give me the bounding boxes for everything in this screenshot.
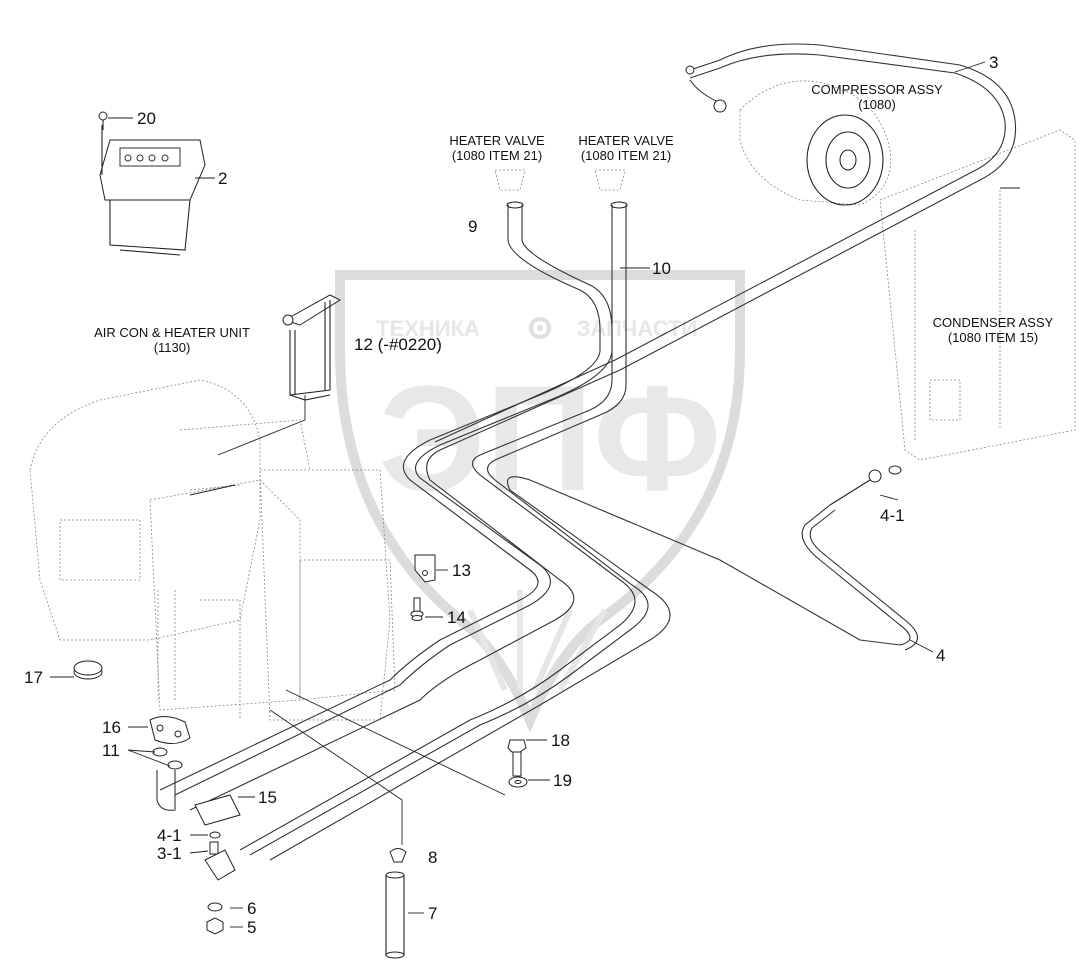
callout-14: 14 xyxy=(447,608,466,627)
heater-core-part xyxy=(282,294,342,401)
caption-heater-valve-right-ref: (1080 ITEM 21) xyxy=(581,148,671,163)
watermark-letters: ЭПФ xyxy=(379,354,722,522)
control-panel-part xyxy=(99,125,206,256)
caption-compressor-ref: (1080) xyxy=(858,97,896,112)
callout-16: 16 xyxy=(102,718,121,737)
refrigerant-line-4 xyxy=(269,465,919,861)
callout-20: 20 xyxy=(137,109,156,128)
tube-part-7 xyxy=(385,871,405,959)
callout-4-1-right: 4-1 xyxy=(880,506,905,525)
washer-part-19 xyxy=(508,776,528,788)
elbow-tube xyxy=(156,770,176,811)
fittings-lower xyxy=(204,831,236,935)
bolt-part-18 xyxy=(507,739,527,777)
callout-18: 18 xyxy=(551,731,570,750)
callout-8: 8 xyxy=(428,848,437,867)
callout-10: 10 xyxy=(652,259,671,278)
watermark: ТЕХНИКА ЗАПЧАСТИ ЭПФ xyxy=(335,270,745,733)
plate-part-16 xyxy=(149,716,191,744)
caption-heater-valve-left-title: HEATER VALVE xyxy=(449,133,545,148)
callout-5: 5 xyxy=(247,918,256,937)
callout-17: 17 xyxy=(24,668,43,687)
callout-4: 4 xyxy=(936,646,945,665)
callout-3-1: 3-1 xyxy=(157,844,182,863)
heater-valve-left xyxy=(494,169,526,191)
heater-valve-right xyxy=(594,169,626,191)
callout-9: 9 xyxy=(468,217,477,236)
callout-13: 13 xyxy=(452,561,471,580)
callout-2: 2 xyxy=(218,169,227,188)
grommet-part-17 xyxy=(73,660,103,680)
callout-3: 3 xyxy=(989,53,998,72)
callout-labels: 20 2 3 9 10 12 (-#0220) 13 14 4-1 4 17 1… xyxy=(24,53,998,937)
condenser-outline xyxy=(879,129,1076,461)
callout-7: 7 xyxy=(428,904,437,923)
gear-icon xyxy=(529,317,551,339)
watermark-text-right: ЗАПЧАСТИ xyxy=(577,316,698,341)
screw-part xyxy=(98,111,108,130)
callout-19: 19 xyxy=(553,771,572,790)
background-machine-outline xyxy=(29,379,396,721)
refrigerant-line-3 xyxy=(189,43,1017,811)
watermark-text-left: ТЕХНИКА xyxy=(376,316,480,341)
o-ring-part-11 xyxy=(152,747,183,770)
callout-6: 6 xyxy=(247,899,256,918)
callout-15: 15 xyxy=(258,788,277,807)
heater-hoses xyxy=(159,201,649,856)
compressor xyxy=(739,80,892,206)
caption-condenser-title: CONDENSER ASSY xyxy=(933,315,1054,330)
caption-aircon-title: AIR CON & HEATER UNIT xyxy=(94,325,250,340)
clamp-part-8 xyxy=(389,848,407,863)
leader-lines xyxy=(50,61,1020,928)
callout-12: 12 (-#0220) xyxy=(354,335,442,354)
caption-compressor-title: COMPRESSOR ASSY xyxy=(811,82,943,97)
caption-heater-valve-left-ref: (1080 ITEM 21) xyxy=(452,148,542,163)
callout-11: 11 xyxy=(102,741,120,760)
bracket-part-13 xyxy=(414,554,436,583)
wheat-icon xyxy=(467,590,608,692)
caption-condenser-ref: (1080 ITEM 15) xyxy=(948,330,1038,345)
bolt-part-14 xyxy=(410,597,424,621)
caption-aircon-ref: (1130) xyxy=(154,340,191,355)
plate-part-15 xyxy=(194,794,241,826)
caption-heater-valve-right-title: HEATER VALVE xyxy=(578,133,674,148)
captions: COMPRESSOR ASSY (1080) HEATER VALVE (108… xyxy=(94,82,1054,355)
callout-4-1-left: 4-1 xyxy=(157,826,182,845)
watermark-shield xyxy=(335,270,745,733)
